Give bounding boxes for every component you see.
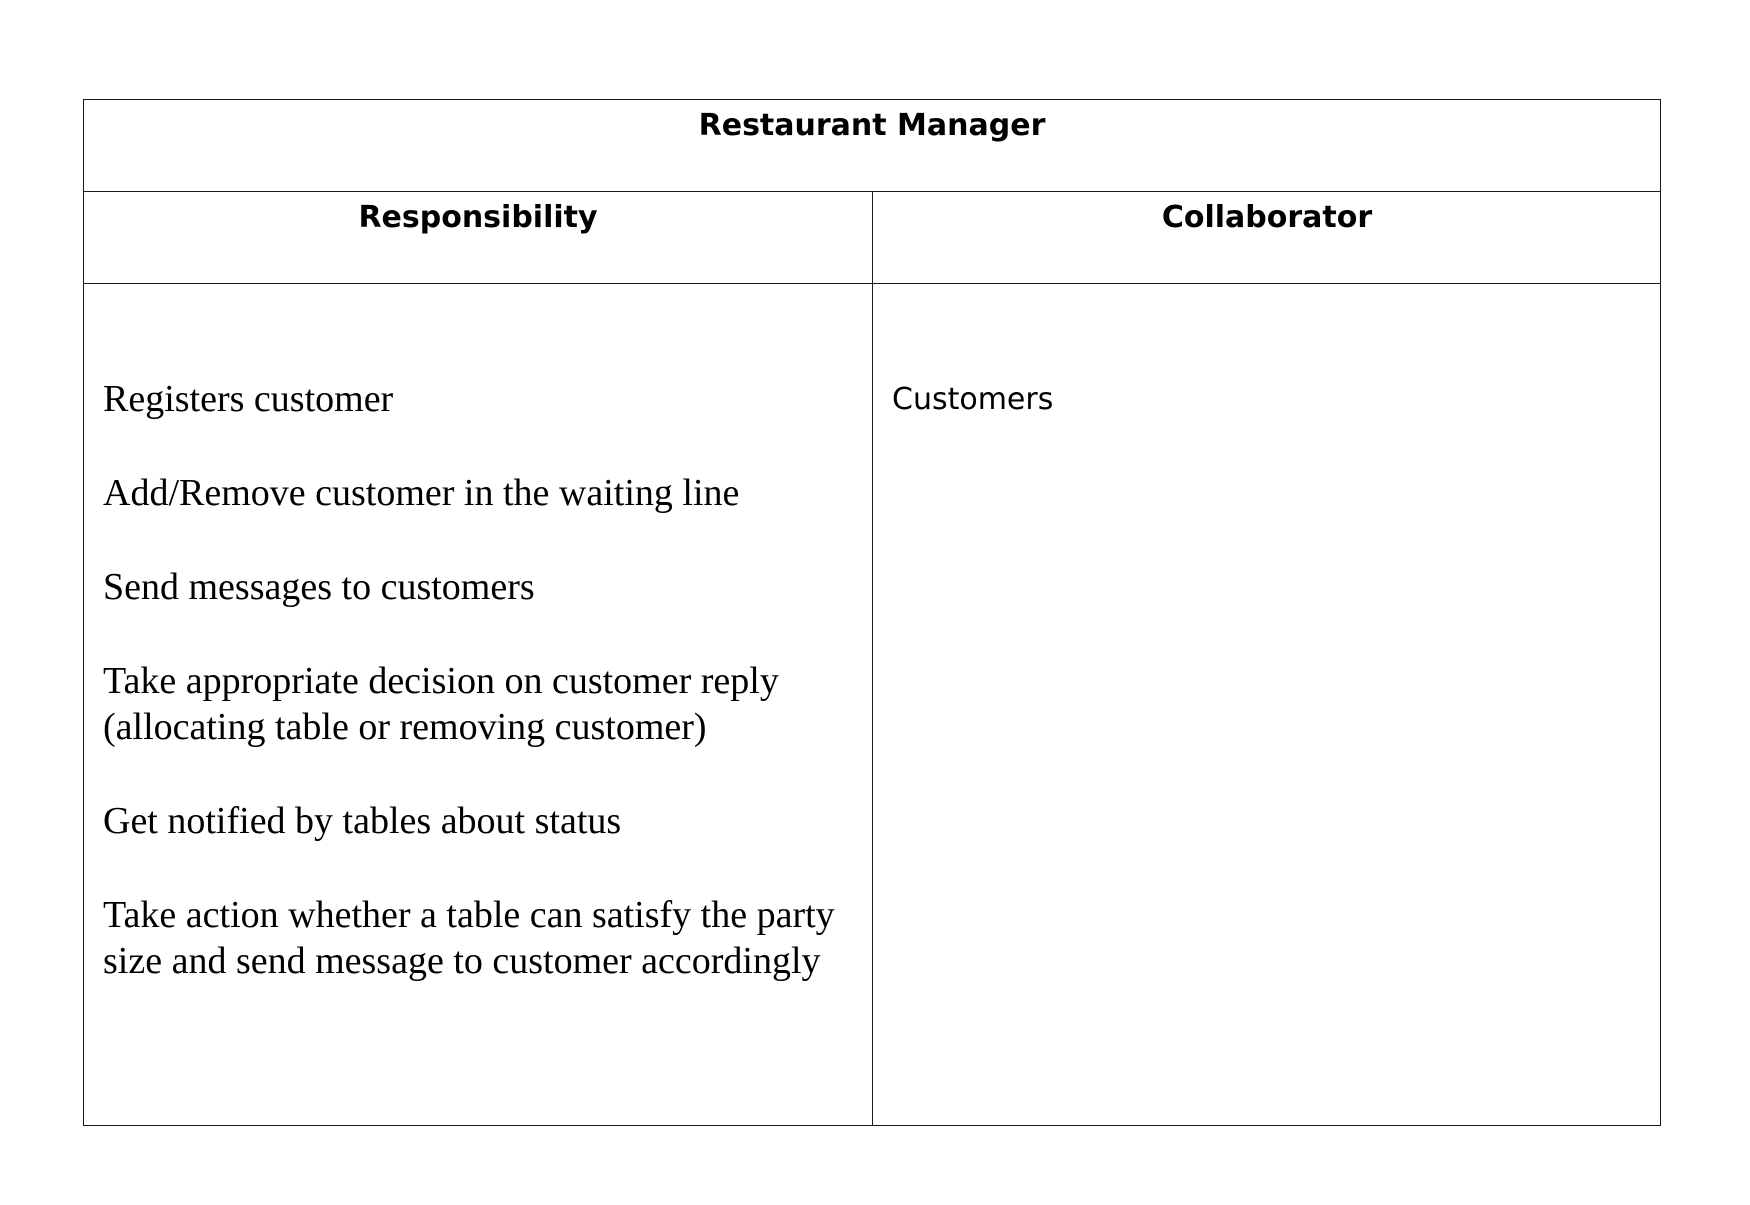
column-divider xyxy=(872,192,873,1125)
collaborator-header: Collaborator xyxy=(1161,200,1373,235)
collaborator-list: Customers xyxy=(892,380,1642,420)
column-header-row: Responsibility Collaborator xyxy=(84,192,1660,284)
collaborator-item: Customers xyxy=(892,382,1054,417)
card-title: Restaurant Manager xyxy=(698,108,1046,143)
responsibility-item: Get notified by tables about status xyxy=(103,800,622,842)
responsibility-item: Take action whether a table can satisfy … xyxy=(103,894,835,982)
responsibility-item: Take appropriate decision on customer re… xyxy=(103,660,779,748)
responsibility-header: Responsibility xyxy=(358,200,598,235)
responsibility-item: Send messages to customers xyxy=(103,566,535,608)
responsibility-list: Registers customer Add/Remove customer i… xyxy=(103,376,853,1032)
responsibility-item: Registers customer xyxy=(103,378,394,420)
crc-card: Restaurant Manager Responsibility Collab… xyxy=(83,99,1661,1126)
responsibility-item: Add/Remove customer in the waiting line xyxy=(103,472,740,514)
card-title-row: Restaurant Manager xyxy=(84,100,1660,192)
